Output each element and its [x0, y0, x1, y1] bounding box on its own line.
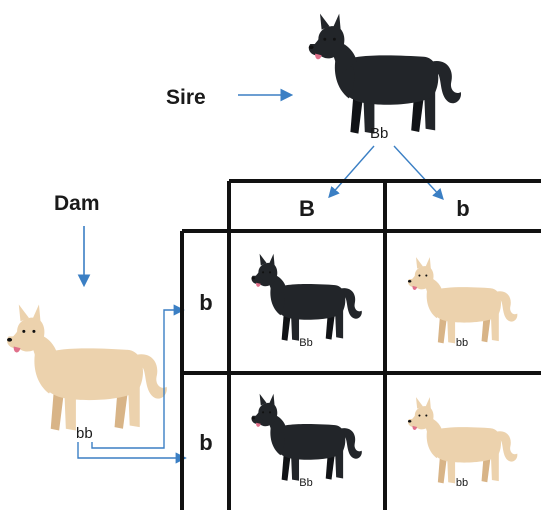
- row-header-2: b: [199, 430, 212, 455]
- dam-label: Dam: [54, 192, 100, 215]
- offspring-genotype-r1c1: Bb: [299, 337, 312, 349]
- sire-group: Sire Bb: [166, 13, 462, 201]
- dam-to-row2-arrow: [77, 442, 187, 464]
- column-header-B: B: [299, 196, 315, 221]
- dam-to-row1-arrow: [91, 304, 185, 449]
- offspring-dog-r1c1: [251, 253, 362, 341]
- offspring-dog-r2c2: [407, 397, 518, 484]
- punnett-grid: [180, 179, 541, 510]
- offspring-dog-r1c2: [407, 257, 518, 344]
- sire-label: Sire: [166, 86, 206, 109]
- dam-genotype: bb: [76, 425, 93, 442]
- sire-to-B-arrow: [328, 145, 375, 199]
- sire-dog-image: [308, 13, 462, 134]
- sire-genotype: Bb: [370, 125, 388, 142]
- cell-r1-c2: bb: [407, 257, 518, 349]
- sire-to-b-arrow: [393, 145, 444, 201]
- cell-r2-c2: bb: [407, 397, 518, 489]
- cell-r1-c1: Bb: [251, 253, 362, 349]
- offspring-genotype-r2c1: Bb: [299, 477, 312, 489]
- dam-group: Dam bb: [7, 192, 187, 464]
- column-header-b: b: [456, 196, 469, 221]
- cell-r2-c1: Bb: [251, 393, 362, 489]
- offspring-genotype-r1c2: bb: [456, 337, 468, 349]
- row-header-1: b: [199, 290, 212, 315]
- offspring-dog-r2c1: [251, 393, 362, 481]
- offspring-genotype-r2c2: bb: [456, 477, 468, 489]
- dam-dog-image: [7, 304, 167, 431]
